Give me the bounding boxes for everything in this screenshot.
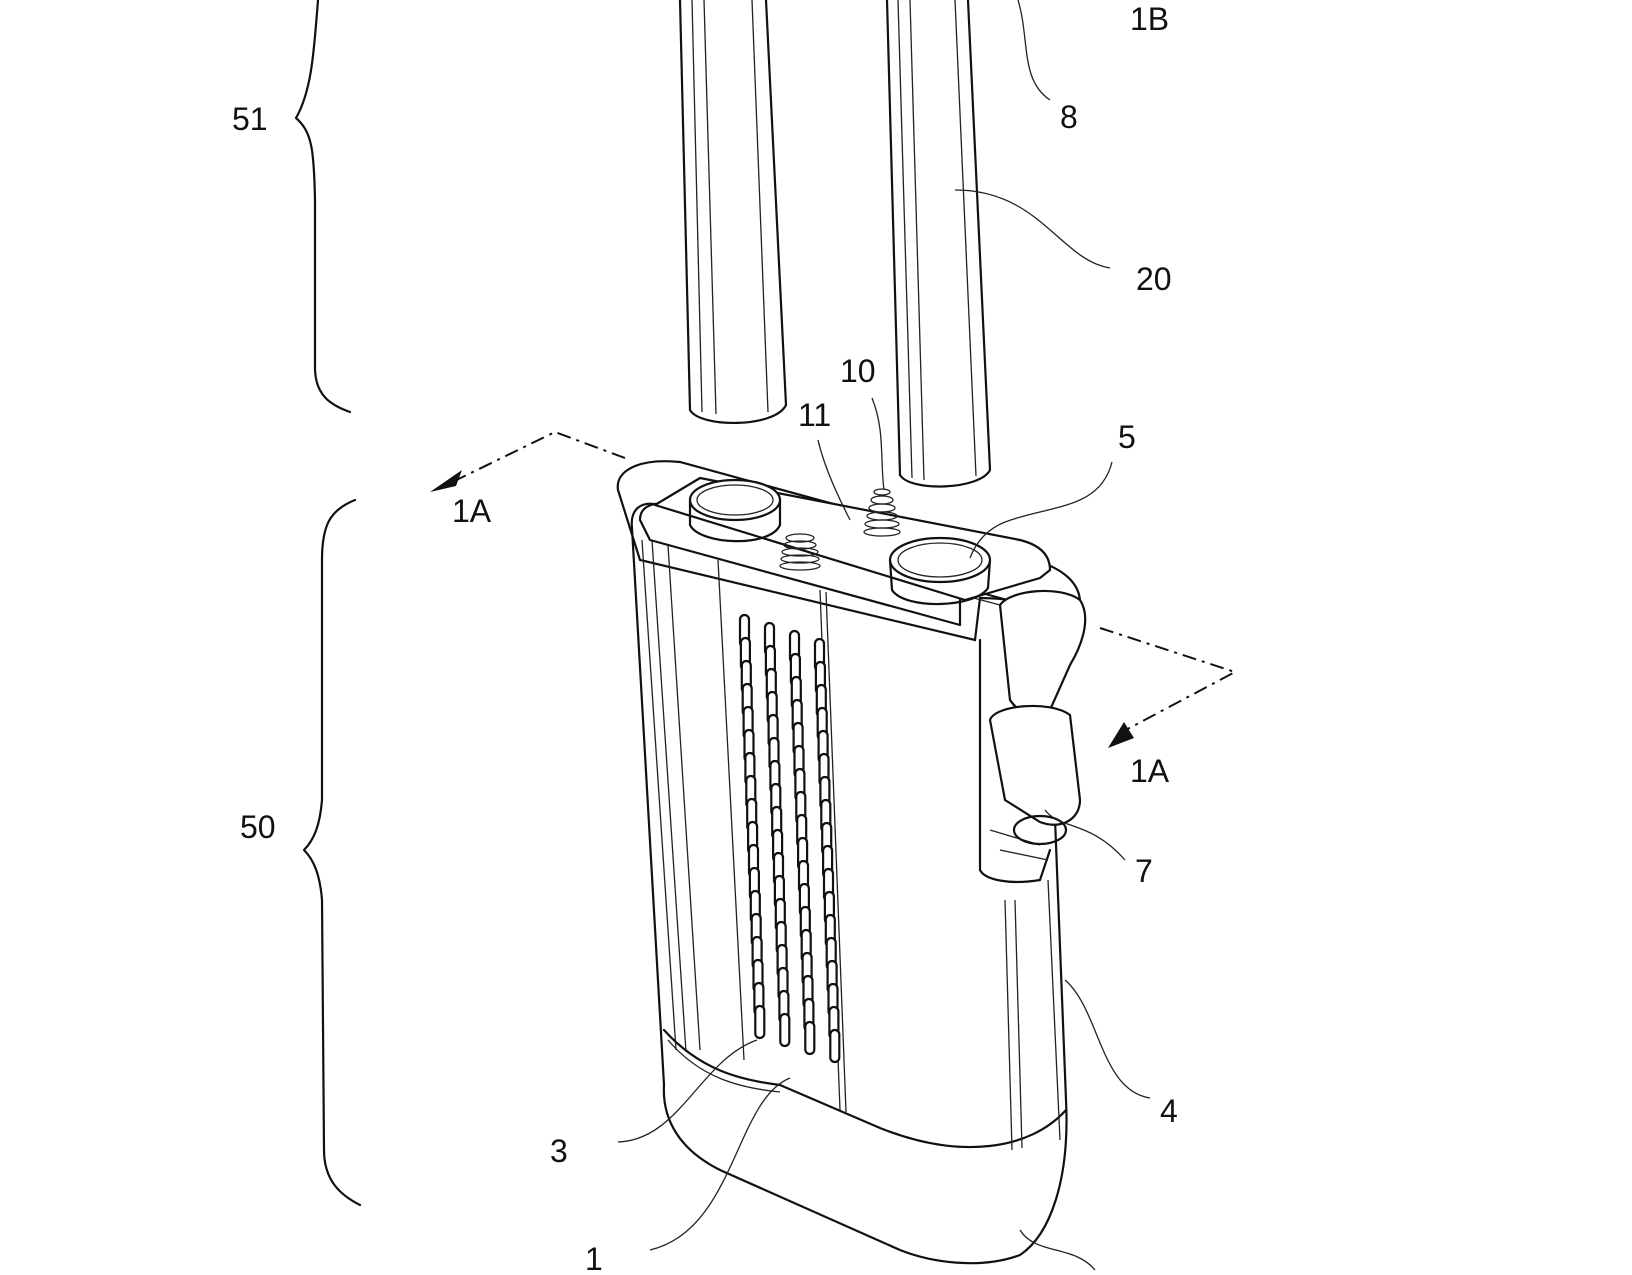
leader-4 xyxy=(1064,979,1151,1099)
label-8: 8 xyxy=(1060,99,1078,135)
label-7: 7 xyxy=(1135,853,1153,889)
vent-slots xyxy=(738,613,841,1064)
label-11: 11 xyxy=(798,397,831,433)
vent-slot xyxy=(829,1028,841,1064)
label-5: 5 xyxy=(1118,419,1136,455)
label-3: 3 xyxy=(550,1133,568,1169)
label-50: 50 xyxy=(240,809,276,845)
label-1: 1 xyxy=(585,1241,603,1275)
rod-left xyxy=(678,0,788,424)
label-20: 20 xyxy=(1136,261,1172,297)
leader-20 xyxy=(954,189,1111,269)
brace-51 xyxy=(294,0,352,414)
leader-11 xyxy=(817,439,851,521)
section-line-1a-top xyxy=(439,430,626,489)
rod-right xyxy=(885,0,992,488)
vent-slot xyxy=(804,1020,816,1056)
leader-base xyxy=(1019,1229,1096,1271)
vent-slot xyxy=(754,1004,766,1040)
spring-11 xyxy=(779,533,821,571)
spring-10 xyxy=(863,488,901,537)
latch xyxy=(978,589,1087,884)
leader-3 xyxy=(617,1039,758,1143)
label-10: 10 xyxy=(840,353,876,389)
section-line-1a-right xyxy=(1099,627,1238,733)
leader-10 xyxy=(871,397,885,491)
vent-slot xyxy=(779,1012,791,1048)
label-1a-right: 1A xyxy=(1130,753,1170,789)
arrow-1a-right xyxy=(1108,722,1134,748)
opening xyxy=(653,476,1052,606)
leader-1 xyxy=(649,1077,791,1251)
leader-7 xyxy=(1044,809,1126,861)
leader-8 xyxy=(1017,0,1051,101)
brace-50 xyxy=(302,498,362,1207)
leader-5 xyxy=(969,461,1113,559)
label-1b: 1B xyxy=(1130,1,1169,37)
label-1a-left: 1A xyxy=(452,493,492,529)
label-4: 4 xyxy=(1160,1093,1178,1129)
arrow-1a-left xyxy=(430,470,462,492)
label-51: 51 xyxy=(232,101,268,137)
